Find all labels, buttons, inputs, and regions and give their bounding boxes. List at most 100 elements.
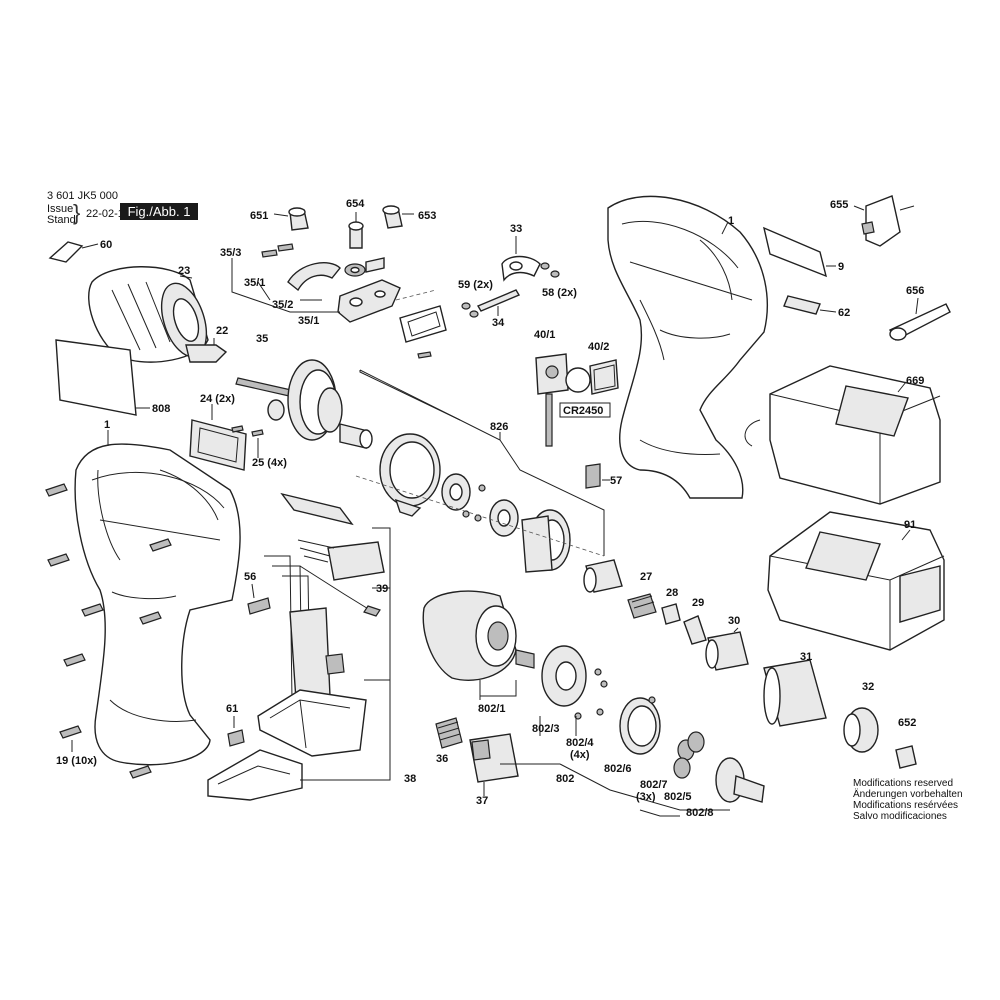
label-802-8: 802/8 bbox=[686, 807, 714, 819]
label-cr2450: CR2450 bbox=[563, 405, 603, 417]
label-62: 62 bbox=[838, 307, 850, 319]
label-808: 808 bbox=[152, 403, 170, 415]
part-19-screws bbox=[45, 483, 172, 779]
issue-label: Issue bbox=[47, 203, 74, 215]
part-33-hook bbox=[501, 255, 541, 282]
label-35-3: 35/3 bbox=[220, 247, 241, 259]
part-small-ball-3 bbox=[474, 514, 482, 522]
issue-date: 22-02-16 bbox=[86, 208, 131, 220]
part-bracket-plate bbox=[399, 305, 447, 359]
part-655-belt-clip bbox=[861, 195, 915, 247]
part-ring-gear bbox=[379, 433, 441, 517]
label-802-1: 802/1 bbox=[478, 703, 506, 715]
label-652: 652 bbox=[898, 717, 916, 729]
label-40-1: 40/1 bbox=[534, 329, 555, 341]
label-802-4: 802/4 bbox=[566, 737, 594, 749]
label-22: 22 bbox=[216, 325, 228, 337]
label-656: 656 bbox=[906, 285, 924, 297]
label-802-7x: (3x) bbox=[636, 791, 656, 803]
part-656-bit-holder bbox=[888, 303, 951, 341]
part-35-2-ring bbox=[344, 263, 366, 277]
part-small-ball-2 bbox=[462, 510, 470, 518]
part-31-sleeve bbox=[763, 659, 827, 727]
part-35-3-screws bbox=[261, 243, 294, 258]
label-56: 56 bbox=[244, 571, 256, 583]
label-27: 27 bbox=[640, 571, 652, 583]
part-membrane bbox=[280, 492, 354, 526]
part-40-1-sensor-board bbox=[535, 353, 569, 447]
part-91-battery bbox=[767, 511, 945, 651]
part-27-spring bbox=[627, 593, 657, 619]
label-29: 29 bbox=[692, 597, 704, 609]
part-56-latch bbox=[247, 597, 271, 615]
label-24: 24 (2x) bbox=[200, 393, 235, 405]
note-de: Änderungen vorbehalten bbox=[853, 789, 963, 800]
cr2450-label-box bbox=[559, 402, 611, 418]
part-motor-shaft bbox=[235, 359, 373, 449]
article-number: 3 601 JK5 000 bbox=[47, 190, 118, 202]
part-37-switch-block bbox=[469, 733, 519, 783]
label-9: 9 bbox=[838, 261, 844, 273]
label-654: 654 bbox=[346, 198, 365, 210]
part-651-knob bbox=[288, 207, 309, 231]
part-switch-module bbox=[297, 539, 385, 581]
part-25-screws bbox=[231, 425, 264, 437]
label-38: 38 bbox=[404, 773, 416, 785]
label-61: 61 bbox=[226, 703, 238, 715]
part-1-housing-right bbox=[607, 195, 768, 499]
part-36-spring bbox=[435, 717, 463, 749]
part-small-ball bbox=[478, 484, 486, 492]
part-57-pin bbox=[585, 463, 601, 489]
part-23-nose-cap bbox=[88, 266, 209, 363]
part-653-knob bbox=[382, 205, 403, 229]
label-802-6: 802/6 bbox=[604, 763, 632, 775]
label-40-2: 40/2 bbox=[588, 341, 609, 353]
part-61-spring bbox=[227, 729, 245, 747]
label-802-5: 802/5 bbox=[664, 791, 692, 803]
label-19: 19 (10x) bbox=[56, 755, 97, 767]
part-60-sticker bbox=[48, 241, 84, 263]
label-36: 36 bbox=[436, 753, 448, 765]
label-57: 57 bbox=[610, 475, 622, 487]
part-anvil bbox=[583, 559, 623, 593]
part-1-housing-left bbox=[74, 443, 241, 766]
label-60: 60 bbox=[100, 239, 112, 251]
part-35-housing-clamp bbox=[337, 279, 401, 323]
part-802-3-gear-carrier bbox=[541, 645, 587, 707]
part-38-pcb bbox=[257, 555, 367, 757]
label-669: 669 bbox=[906, 375, 924, 387]
part-39-wire bbox=[299, 565, 371, 611]
part-anvil-housing bbox=[521, 509, 571, 573]
label-34: 34 bbox=[492, 317, 505, 329]
label-30: 30 bbox=[728, 615, 740, 627]
part-32-cap bbox=[843, 707, 879, 753]
label-28: 28 bbox=[666, 587, 678, 599]
label-23: 23 bbox=[178, 265, 190, 277]
part-22-sleeve bbox=[185, 344, 228, 363]
part-30-cap bbox=[705, 631, 749, 671]
part-24-bracket bbox=[189, 419, 247, 471]
label-802-4x: (4x) bbox=[570, 749, 590, 761]
label-39: 39 bbox=[376, 583, 388, 595]
label-35-2: 35/2 bbox=[272, 299, 293, 311]
label-59: 59 (2x) bbox=[458, 279, 493, 291]
label-802: 802 bbox=[556, 773, 574, 785]
part-654-pin bbox=[348, 221, 364, 249]
part-35-1-plate bbox=[365, 257, 385, 273]
part-808-label bbox=[55, 339, 137, 416]
label-35-1b: 35/1 bbox=[298, 315, 319, 327]
label-655: 655 bbox=[830, 199, 848, 211]
part-35-1-bracket bbox=[287, 262, 341, 292]
label-25: 25 (4x) bbox=[252, 457, 287, 469]
part-34-pin bbox=[476, 289, 521, 312]
label-35: 35 bbox=[256, 333, 268, 345]
label-35-1a: 35/1 bbox=[244, 277, 265, 289]
label-1a: 1 bbox=[104, 419, 110, 431]
part-802-7-planet-gears bbox=[673, 731, 705, 779]
label-32: 32 bbox=[862, 681, 874, 693]
part-802-4-pins bbox=[574, 668, 608, 720]
part-802-6-ring-gear bbox=[619, 697, 661, 755]
label-1b: 1 bbox=[728, 215, 734, 227]
part-bearing-plate bbox=[441, 473, 471, 511]
